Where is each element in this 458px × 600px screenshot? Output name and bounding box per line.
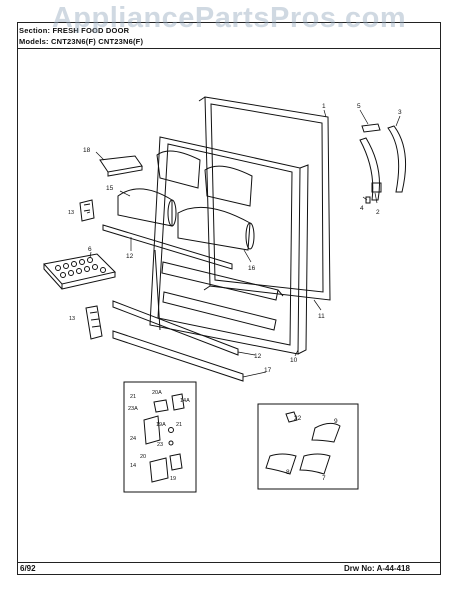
callout-18: 18 xyxy=(83,147,91,154)
models-prefix: Models xyxy=(19,37,47,46)
lower-trim-drawing xyxy=(112,330,244,382)
butter-cover-drawing xyxy=(99,155,143,177)
door-gasket-drawing xyxy=(198,96,331,301)
callout-14: 14 xyxy=(130,463,136,469)
callout-4: 4 xyxy=(360,205,364,212)
models-list: CNT23N6(F) CNT23N6(F) xyxy=(51,37,144,46)
callout-19a: 19A xyxy=(156,422,166,428)
callout-8: 8 xyxy=(286,469,290,476)
footer-divider xyxy=(17,562,441,563)
callout-22: 22 xyxy=(294,415,302,422)
footer-drawing-number: Drw No: A-44-418 xyxy=(344,564,410,573)
callout-20a: 20A xyxy=(152,390,162,396)
callout-13-lower: 13 xyxy=(69,316,75,322)
callout-7: 7 xyxy=(322,475,326,482)
door-liner-drawing xyxy=(149,136,309,355)
callout-16: 16 xyxy=(248,265,256,272)
hardware-box-left xyxy=(123,381,197,493)
egg-tray-drawing xyxy=(43,253,116,290)
shelf-bar-lower-drawing xyxy=(112,300,239,356)
footer-date: 6/92 xyxy=(20,564,36,573)
callout-21-lower: 21 xyxy=(176,422,182,428)
callout-2: 2 xyxy=(376,209,380,216)
upper-bins-drawing xyxy=(117,150,255,251)
callout-1: 1 xyxy=(322,103,326,110)
callout-3: 3 xyxy=(398,109,402,116)
callout-21-upper: 21 xyxy=(130,394,136,400)
callout-19: 19 xyxy=(170,476,176,482)
callout-20: 20 xyxy=(140,454,146,460)
callout-10: 10 xyxy=(290,357,298,364)
callout-12-upper: 12 xyxy=(126,253,134,260)
callout-17: 17 xyxy=(264,367,272,374)
section-name: FRESH FOOD DOOR xyxy=(52,26,130,35)
callout-23: 23 xyxy=(157,442,163,448)
models-header: Models: CNT23N6(F) CNT23N6(F) xyxy=(19,37,144,46)
callout-24: 24 xyxy=(130,436,136,442)
callout-6: 6 xyxy=(88,246,92,253)
shelf-cap-bottom-drawing xyxy=(85,305,103,340)
callout-13-upper: 13 xyxy=(68,210,74,216)
shelf-cap-top-drawing xyxy=(79,199,95,222)
callout-23a: 23A xyxy=(128,406,138,412)
hinge-handle-drawing xyxy=(359,123,407,204)
section-prefix: Section xyxy=(19,26,48,35)
drawing-sheet-border xyxy=(17,22,441,575)
section-header: Section: FRESH FOOD DOOR xyxy=(19,26,130,35)
callout-5: 5 xyxy=(357,103,361,110)
callout-9: 9 xyxy=(334,418,338,425)
watermark: AppliancePartsPros.com xyxy=(51,2,407,34)
callout-labels: 1 2 3 4 5 6 7 8 9 10 11 12 12 13 13 14 1… xyxy=(68,103,402,482)
shelf-bar-upper-drawing xyxy=(102,224,233,270)
callout-leaders xyxy=(86,109,401,378)
callout-12-lower: 12 xyxy=(254,353,262,360)
callout-14a: 14A xyxy=(180,398,190,404)
callout-11: 11 xyxy=(318,313,325,320)
callout-15: 15 xyxy=(106,185,114,192)
hardware-box-right xyxy=(257,403,359,490)
header-divider xyxy=(17,48,441,49)
